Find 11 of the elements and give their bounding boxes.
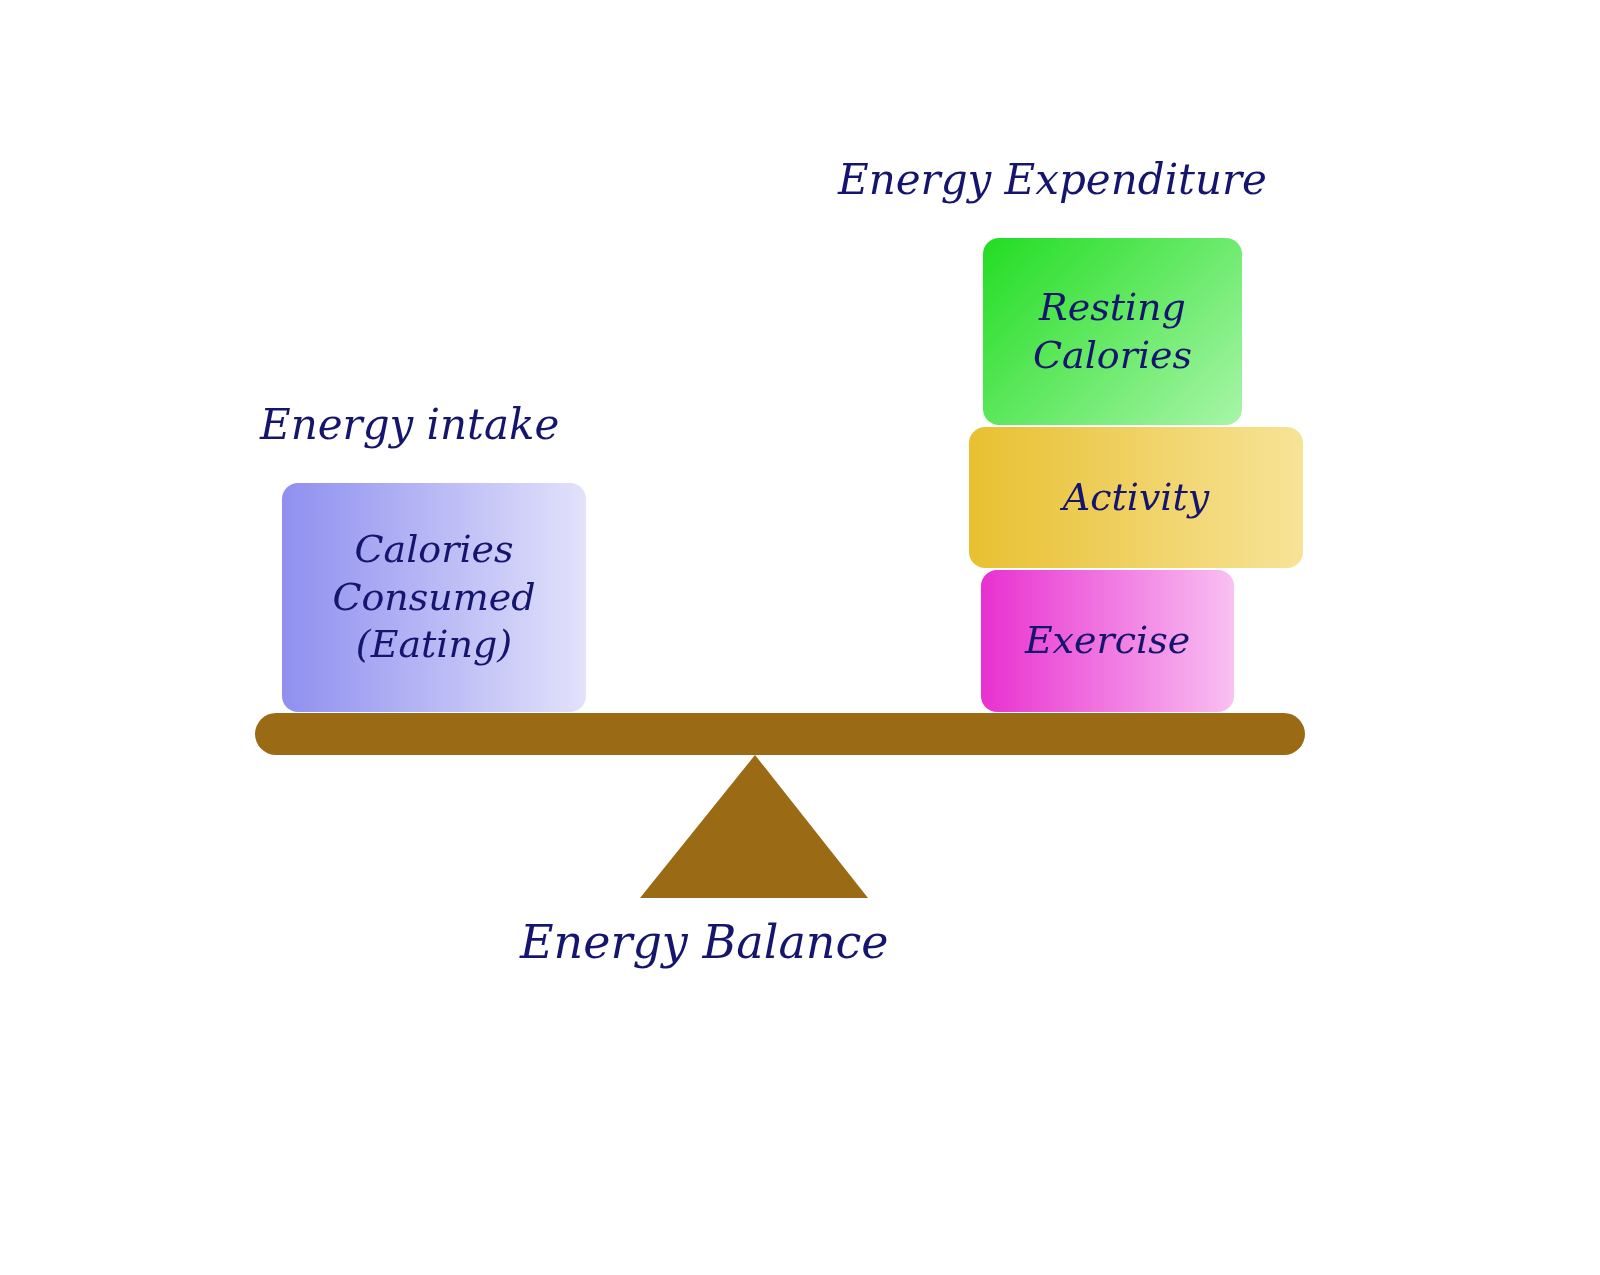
caption: Energy Balance <box>520 915 889 969</box>
block-label: Exercise <box>1024 617 1191 665</box>
calories-block <box>282 483 586 712</box>
activity-block <box>969 427 1303 568</box>
block-label: Resting Calories <box>1031 284 1194 379</box>
side-heading: Energy Expenditure <box>838 155 1267 204</box>
block-label: Activity <box>1062 473 1210 521</box>
exercise-block <box>981 570 1234 712</box>
side-heading: Energy intake <box>260 400 560 449</box>
block-label: Calories Consumed (Eating) <box>331 526 537 669</box>
calories-block <box>983 238 1242 425</box>
